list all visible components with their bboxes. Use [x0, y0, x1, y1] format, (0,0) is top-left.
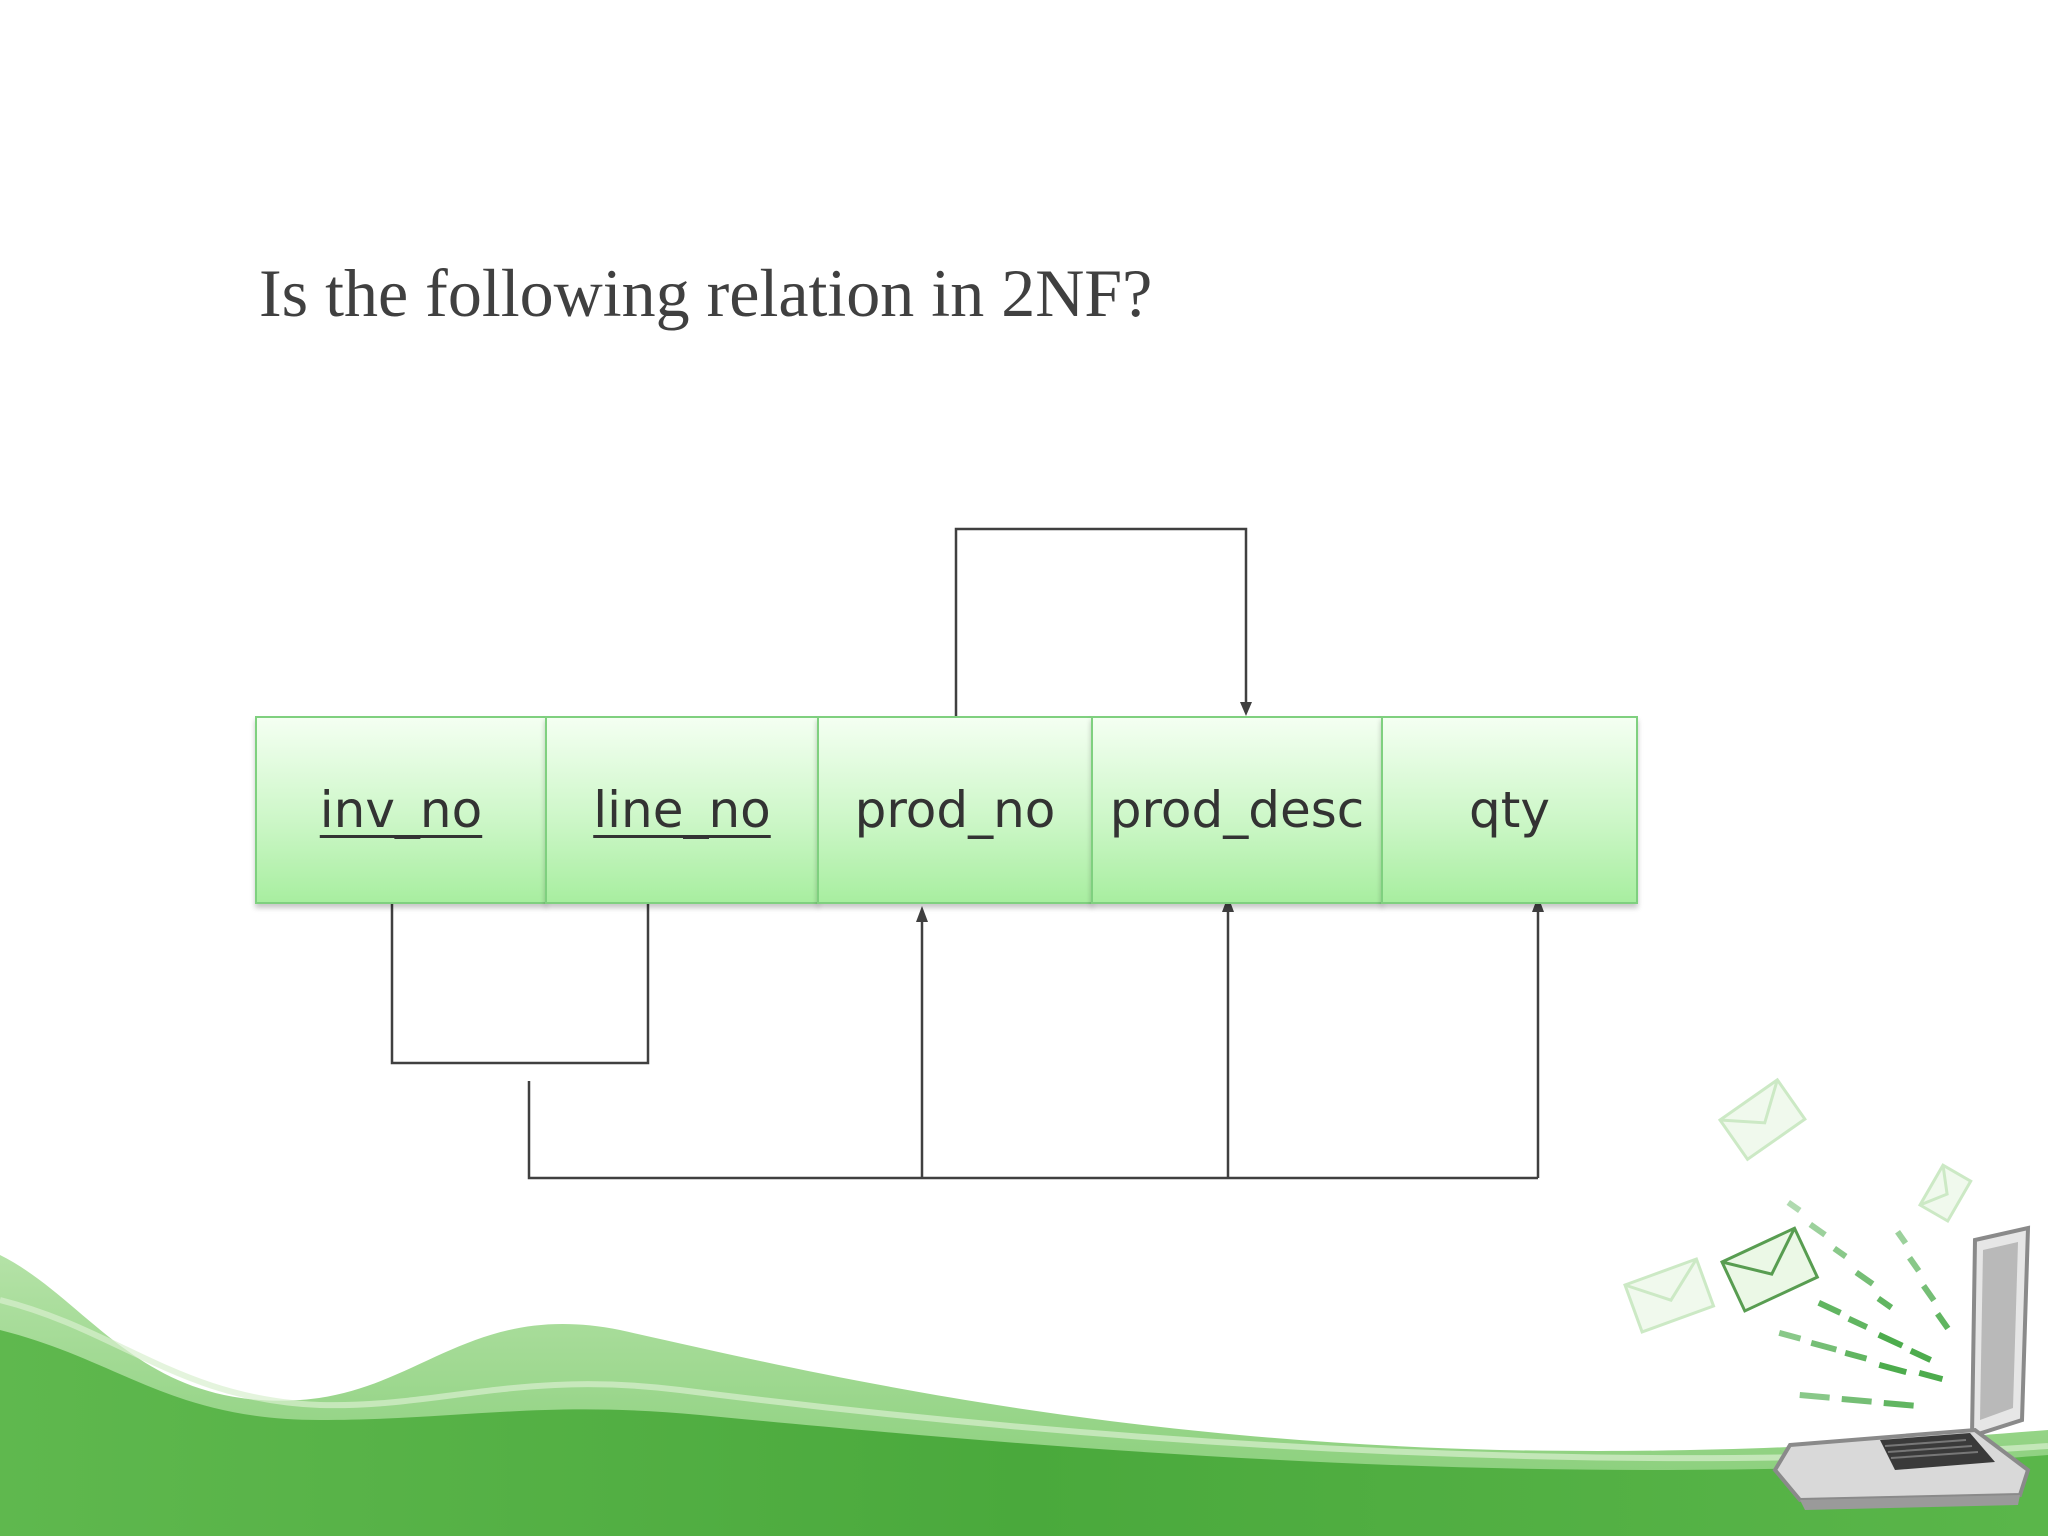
attribute-inv-no: inv_no	[255, 716, 547, 904]
attribute-prod-desc: prod_desc	[1091, 716, 1383, 904]
dependency-line-key-nonkey	[529, 1081, 1538, 1178]
attribute-qty: qty	[1381, 716, 1638, 904]
composite-key-bracket	[392, 904, 648, 1063]
attribute-prod-no: prod_no	[817, 716, 1093, 904]
dependency-line-prodno-proddesc	[956, 529, 1246, 716]
attribute-line-no: line_no	[545, 716, 819, 904]
